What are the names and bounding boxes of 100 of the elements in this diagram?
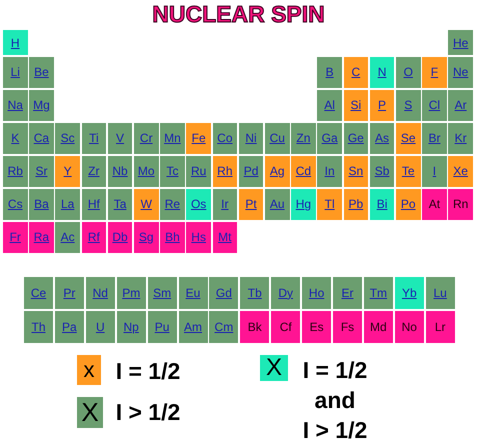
element-tile: Dy (271, 277, 300, 308)
element-tile: C (344, 57, 368, 88)
element-tile: Tm (364, 277, 393, 308)
element-tile: I (422, 156, 447, 186)
element-tile: Li (3, 57, 28, 88)
element-tile: O (396, 57, 420, 88)
element-tile: Sm (148, 277, 177, 308)
element-tile: Cd (291, 156, 316, 186)
element-tile: Ag (265, 156, 290, 186)
element-tile: W (134, 189, 158, 220)
element-tile: Cf (271, 311, 300, 342)
element-tile: K (3, 123, 28, 154)
element-tile: Cu (265, 123, 290, 154)
element-tile: Np (116, 311, 146, 342)
element-tile: Ti (82, 123, 106, 154)
element-tile: Ir (212, 189, 238, 220)
legend-label: I = 1/2 and I > 1/2 (302, 356, 368, 441)
element-tile: P (370, 90, 394, 120)
element-tile: Rb (3, 156, 28, 186)
element-tile: U (86, 311, 115, 342)
element-tile: Si (344, 90, 368, 120)
element-tile: Sb (370, 156, 394, 186)
element-tile: Ge (344, 123, 368, 154)
element-tile: Md (364, 311, 393, 342)
element-tile: Hs (186, 222, 211, 252)
element-tile: Eu (178, 277, 208, 308)
element-tile: Lr (426, 311, 455, 342)
element-tile: Fr (3, 222, 28, 252)
element-tile: Bh (160, 222, 185, 252)
element-tile: F (422, 57, 447, 88)
element-tile: Zn (291, 123, 316, 154)
element-tile: Pa (54, 311, 84, 342)
element-tile: Cr (134, 123, 158, 154)
element-tile: Yb (394, 277, 424, 308)
element-tile: Nd (86, 277, 115, 308)
element-tile: Nb (108, 156, 132, 186)
element-tile: Hf (82, 189, 106, 220)
element-tile: No (394, 311, 424, 342)
element-tile: Br (422, 123, 447, 154)
element-tile: H (3, 30, 28, 55)
element-tile: N (370, 57, 394, 88)
element-tile: Sr (29, 156, 54, 186)
element-tile: Es (302, 311, 332, 342)
element-tile: Se (396, 123, 420, 154)
element-tile: Ce (24, 277, 53, 308)
element-tile: Ni (238, 123, 264, 154)
element-tile: Pb (344, 189, 368, 220)
element-tile: Hg (291, 189, 316, 220)
element-tile: Cm (209, 311, 238, 342)
element-tile: Kr (448, 123, 473, 154)
element-tile: Sc (55, 123, 80, 154)
element-tile: Cs (3, 189, 28, 220)
element-tile: Bi (370, 189, 394, 220)
element-tile: Pu (148, 311, 177, 342)
element-tile: Fe (186, 123, 211, 154)
legend-swatch: X (260, 355, 288, 381)
element-tile: Po (396, 189, 420, 220)
element-tile: Rf (82, 222, 106, 252)
legend-label: I > 1/2 (114, 398, 182, 427)
element-tile: Pd (238, 156, 264, 186)
element-tile: Tl (317, 189, 342, 220)
element-tile: Re (160, 189, 185, 220)
element-tile: Lu (426, 277, 455, 308)
element-tile: Cl (422, 90, 447, 120)
element-tile: B (317, 57, 342, 88)
element-tile: Os (186, 189, 211, 220)
element-tile: Ra (29, 222, 54, 252)
element-tile: Te (396, 156, 420, 186)
element-tile: Gd (209, 277, 238, 308)
element-tile: Tc (160, 156, 185, 186)
element-tile: Ar (448, 90, 473, 120)
element-tile: Au (265, 189, 290, 220)
element-tile: Ga (317, 123, 342, 154)
element-tile: Al (317, 90, 342, 120)
element-tile: Fs (333, 311, 362, 342)
element-tile: Ca (29, 123, 54, 154)
element-tile: He (448, 30, 473, 55)
legend-swatch: x (77, 355, 101, 385)
element-tile: Am (178, 311, 208, 342)
element-tile: Er (333, 277, 362, 308)
element-tile: Ho (302, 277, 332, 308)
element-tile: Ta (108, 189, 132, 220)
element-tile: Tb (240, 277, 270, 308)
element-tile: Be (29, 57, 54, 88)
element-tile: Mn (160, 123, 185, 154)
element-tile: Th (24, 311, 53, 342)
element-tile: At (422, 189, 447, 220)
element-tile: Ac (55, 222, 80, 252)
element-tile: Mo (134, 156, 158, 186)
element-tile: Ne (448, 57, 473, 88)
legend-label: I = 1/2 (114, 357, 182, 386)
element-tile: Db (108, 222, 132, 252)
element-tile: In (317, 156, 342, 186)
element-tile: Na (3, 90, 28, 120)
element-tile: Mg (29, 90, 54, 120)
title: NUCLEAR SPIN (151, 1, 326, 28)
element-tile: S (396, 90, 420, 120)
element-tile: V (108, 123, 132, 154)
element-tile: Y (55, 156, 80, 186)
element-tile: Bk (240, 311, 270, 342)
